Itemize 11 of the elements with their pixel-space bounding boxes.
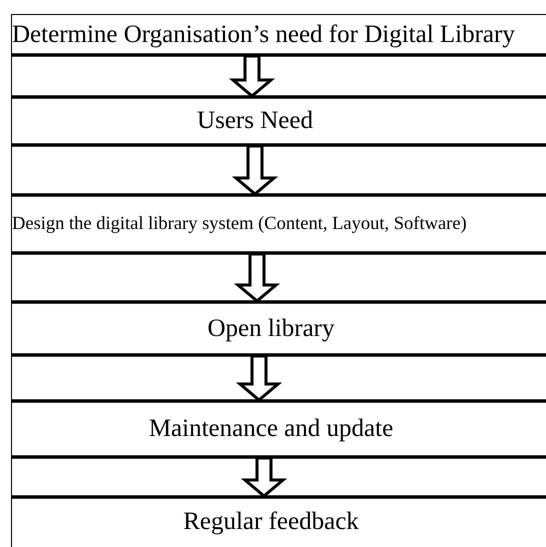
step-text: Open library <box>207 314 335 342</box>
block-arrow <box>234 252 280 303</box>
step-text: Regular feedback <box>183 508 359 536</box>
block-arrow <box>240 456 288 498</box>
block-arrow <box>228 54 276 98</box>
step-text: Design the digital library system (Content, Layout, Software) <box>12 214 467 234</box>
block-arrow <box>236 354 282 402</box>
step-text: Users Need <box>197 107 313 135</box>
block-arrow <box>232 144 278 196</box>
step-text: Maintenance and update <box>148 415 394 443</box>
step-text: Determine Organisation’s need for Digital Library <box>12 20 515 48</box>
